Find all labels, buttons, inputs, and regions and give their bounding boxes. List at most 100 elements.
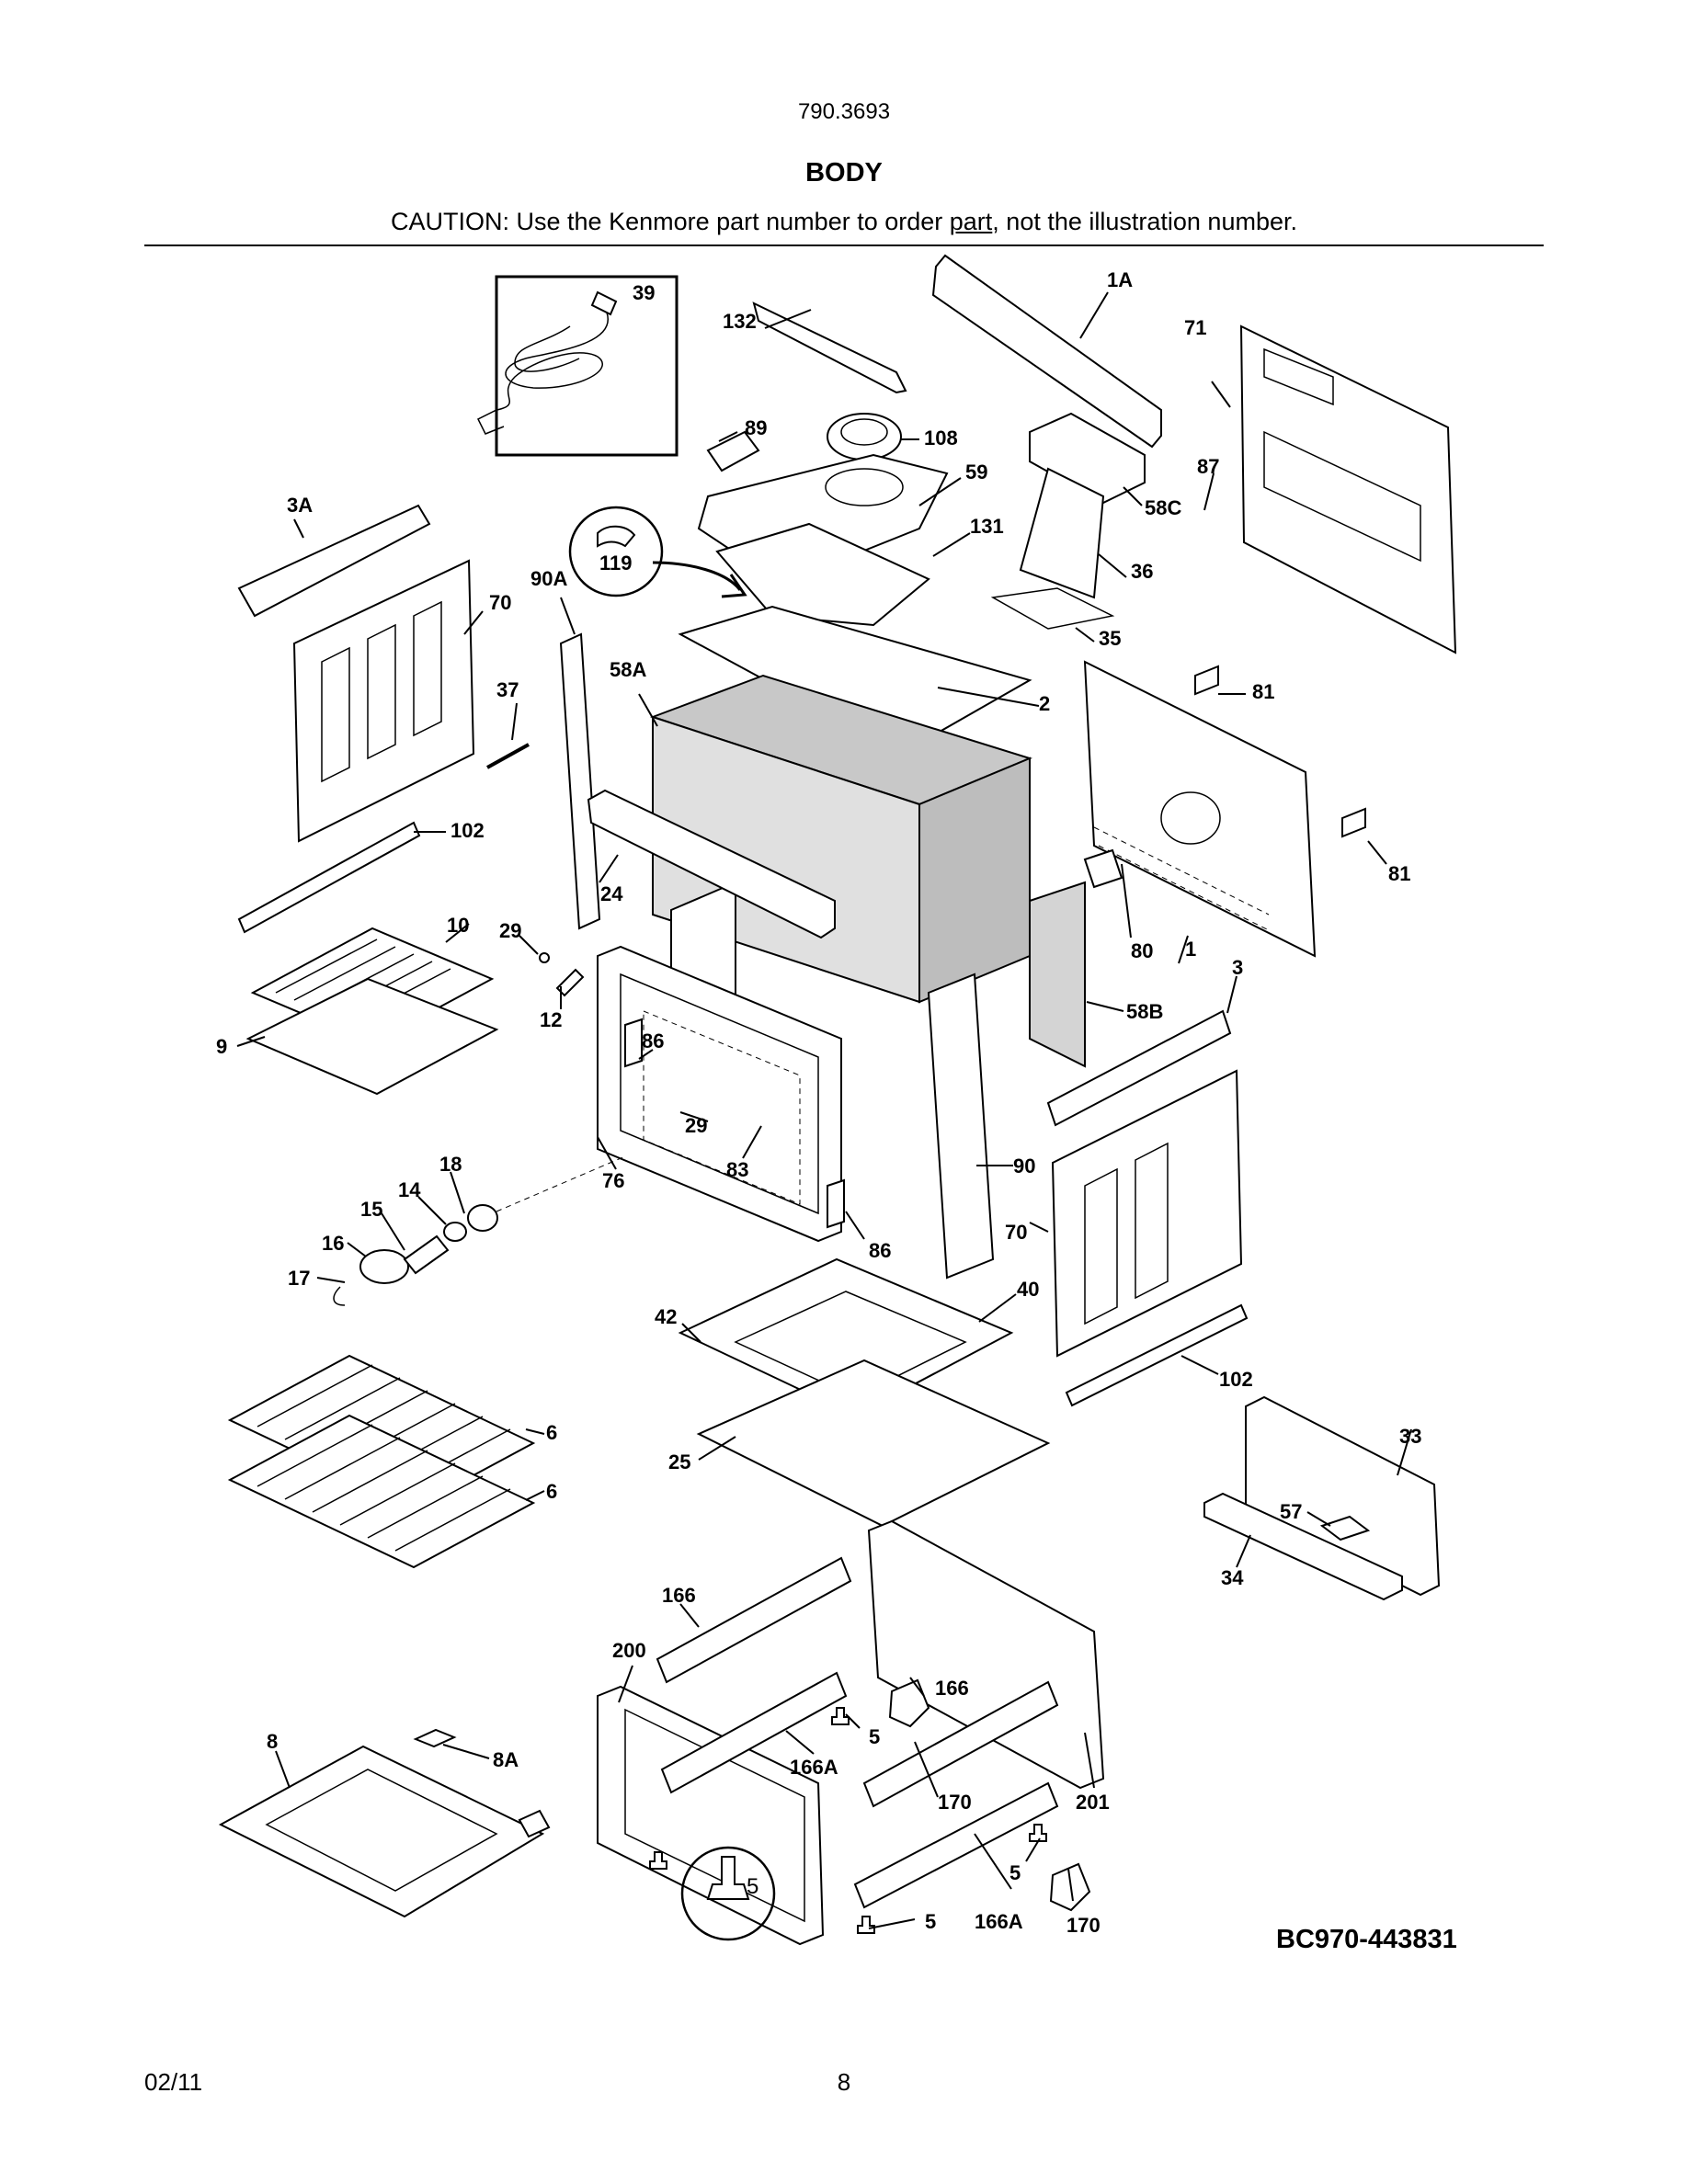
callout-33: 33 (1399, 1425, 1421, 1448)
callout-71: 71 (1184, 316, 1206, 339)
part-3A-rail (237, 504, 431, 618)
part-166-rail-upper-left (656, 1556, 852, 1684)
part-24-rail (587, 789, 836, 939)
callout-40: 40 (1017, 1278, 1039, 1301)
part-70-right-panel (1051, 1069, 1243, 1358)
callout-102-right: 102 (1219, 1368, 1253, 1391)
callout-3: 3 (1232, 956, 1243, 979)
page-number: 8 (837, 2068, 851, 2096)
part-8A-drawer-bracket-upper (413, 1728, 457, 1748)
header-rule (144, 245, 1544, 246)
leader-lines (236, 291, 1412, 1929)
part-lamp-assembly (333, 1155, 626, 1306)
part-81-clip-upper (1194, 665, 1219, 696)
callout-6-upper: 6 (546, 1421, 557, 1444)
callout-3A: 3A (287, 494, 313, 517)
callout-18: 18 (439, 1153, 462, 1176)
callout-89: 89 (745, 416, 767, 439)
part-8-storage-drawer (218, 1745, 545, 1918)
part-5-leveling-leg-a (831, 1707, 850, 1725)
callout-102-left: 102 (451, 819, 485, 842)
callout-200: 200 (612, 1639, 646, 1662)
callout-5-detail: 5 (747, 1874, 758, 1899)
callout-5-a: 5 (869, 1725, 880, 1748)
part-37-sensor (486, 743, 530, 769)
callout-1A: 1A (1107, 268, 1133, 291)
caution-underlined-word: part (949, 208, 993, 235)
part-8A-drawer-bracket-lower (518, 1809, 551, 1838)
caution-text-start: CAUTION: Use the Kenmore part number to … (391, 208, 950, 235)
part-200-front-frame (597, 1685, 825, 1946)
callout-166-upper: 166 (662, 1584, 696, 1607)
callout-81-lower: 81 (1388, 862, 1410, 885)
part-131-duct (715, 522, 930, 627)
part-5-leveling-leg-c (857, 1916, 875, 1934)
callout-70-left: 70 (489, 591, 511, 614)
callout-labels: 39 132 1A 71 89 108 59 87 58C 131 3A 119… (216, 268, 1421, 1937)
part-58B-side-wrap (1029, 881, 1086, 1068)
part-71-rear-panel (1239, 324, 1457, 654)
part-102-strip-left (237, 821, 421, 934)
part-70-left-panel (292, 559, 475, 843)
part-25-oven-floor (696, 1359, 1051, 1528)
part-6-oven-rack-lower (227, 1414, 536, 1569)
part-90A-strip (559, 632, 601, 930)
callout-5-c: 5 (925, 1910, 936, 1933)
part-5-leveling-leg-d (649, 1851, 667, 1870)
callout-170-lower: 170 (1066, 1914, 1101, 1937)
callout-76: 76 (602, 1169, 624, 1192)
callout-90A: 90A (530, 567, 567, 590)
part-166A-rail-left (660, 1671, 848, 1794)
callout-42: 42 (655, 1305, 677, 1328)
part-90-strip (927, 973, 995, 1280)
callout-201: 201 (1076, 1791, 1110, 1814)
callout-25: 25 (668, 1450, 690, 1473)
callout-57: 57 (1280, 1500, 1302, 1523)
part-76-door-frame (597, 945, 842, 1243)
part-5-leveling-leg-b (1029, 1824, 1047, 1842)
callout-59: 59 (965, 461, 987, 483)
callout-90: 90 (1013, 1155, 1035, 1177)
callout-131: 131 (970, 515, 1004, 538)
callout-81-upper: 81 (1252, 680, 1274, 703)
part-86-hinge-lower (827, 1178, 845, 1229)
callout-10: 10 (447, 914, 469, 937)
part-3-rail (1046, 1009, 1232, 1127)
callout-14: 14 (398, 1178, 421, 1201)
callout-166-right: 166 (935, 1677, 969, 1700)
callout-170-upper: 170 (938, 1791, 972, 1814)
callout-6-lower: 6 (546, 1480, 557, 1503)
part-166-rail-upper-right (862, 1680, 1059, 1808)
part-83-gasket (643, 1010, 801, 1205)
caution-note: CAUTION: Use the Kenmore part number to … (0, 208, 1688, 236)
callout-37: 37 (496, 678, 519, 701)
callout-86-upper: 86 (642, 1029, 664, 1052)
callout-83: 83 (726, 1158, 748, 1181)
callout-87: 87 (1197, 455, 1219, 478)
callout-9: 9 (216, 1035, 227, 1058)
callout-36: 36 (1131, 560, 1153, 583)
callout-34: 34 (1221, 1566, 1244, 1589)
part-29-screw (539, 952, 550, 963)
part-34-bar (1203, 1492, 1403, 1601)
callout-29-upper: 29 (499, 919, 521, 942)
callout-58C: 58C (1145, 496, 1181, 519)
callout-86-lower: 86 (869, 1239, 891, 1262)
callout-8A: 8A (493, 1748, 519, 1771)
part-201-rear-frame (867, 1519, 1105, 1790)
callout-1: 1 (1185, 938, 1196, 961)
part-81-clip-lower (1341, 807, 1366, 838)
callout-58B: 58B (1126, 1000, 1163, 1023)
callout-166A-right: 166A (975, 1910, 1023, 1933)
part-132-bar (752, 301, 907, 394)
callout-80: 80 (1131, 939, 1153, 962)
callout-17: 17 (288, 1267, 310, 1290)
part-102-strip-right (1065, 1303, 1249, 1407)
callout-15: 15 (360, 1198, 382, 1221)
callout-58A: 58A (610, 658, 646, 681)
callout-2: 2 (1039, 692, 1050, 715)
part-5-leg-detail-circle (680, 1846, 776, 1941)
caution-text-end: , not the illustration number. (992, 208, 1297, 235)
callout-132: 132 (723, 310, 757, 333)
